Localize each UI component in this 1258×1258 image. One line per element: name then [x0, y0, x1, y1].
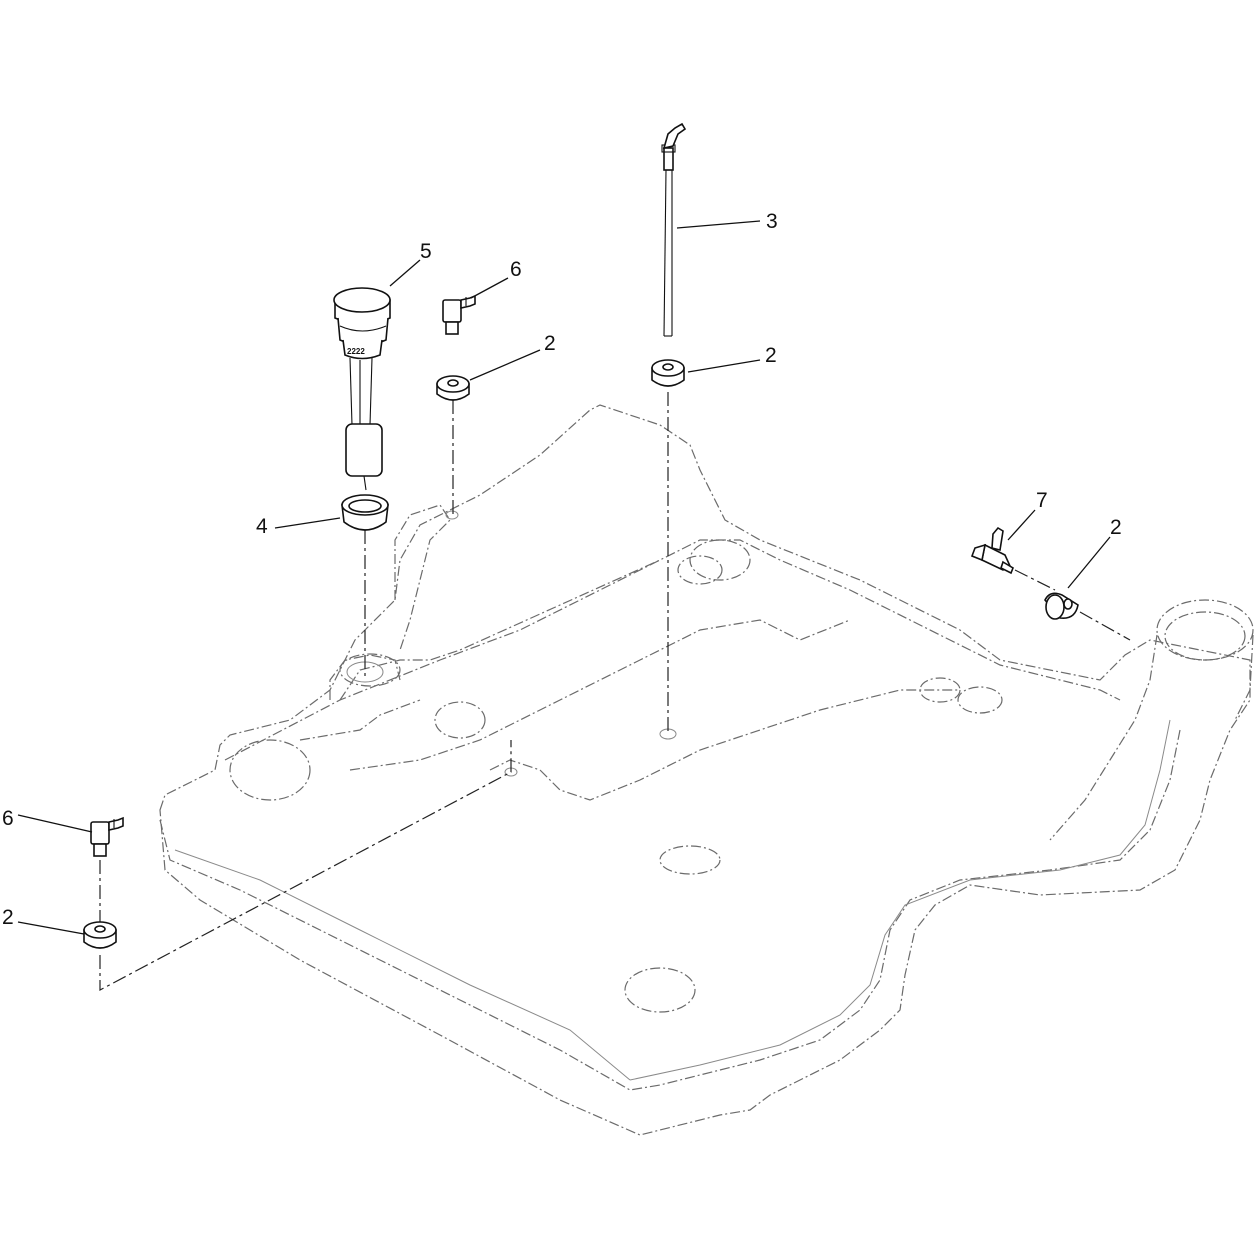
callout-5: 5 — [420, 240, 432, 263]
callout-2-tube: 2 — [765, 344, 777, 367]
part-2-grommet-right — [1044, 592, 1079, 620]
part-3-fuel-tube — [661, 122, 687, 337]
part-6-elbow-fitting-upper — [442, 294, 476, 335]
part-6-elbow-fitting-lower — [90, 816, 124, 857]
sender-marking: 2222 — [347, 347, 365, 356]
callout-2-left: 2 — [2, 906, 14, 929]
part-4-seal-ring — [341, 494, 389, 531]
assembly-centerlines — [99, 392, 1131, 991]
callout-3: 3 — [766, 210, 778, 233]
callout-7: 7 — [1036, 489, 1048, 512]
leader-lines — [17, 220, 1111, 935]
part-7-tee-fitting — [970, 526, 1014, 575]
part-5-fuel-sender: 2222 — [333, 287, 391, 491]
part-2-grommet-center — [436, 375, 470, 401]
callout-2-center: 2 — [544, 332, 556, 355]
fuel-tank-ghost — [159, 404, 1254, 1136]
callout-6-lower: 6 — [2, 807, 14, 830]
part-2-grommet-tube — [651, 359, 685, 387]
callout-labels: 3 5 6 2 2 4 7 2 6 2 — [2, 210, 1122, 929]
callout-4: 4 — [256, 515, 268, 538]
callout-6-upper: 6 — [510, 258, 522, 281]
part-2-grommet-left — [83, 921, 117, 949]
callout-2-right: 2 — [1110, 516, 1122, 539]
